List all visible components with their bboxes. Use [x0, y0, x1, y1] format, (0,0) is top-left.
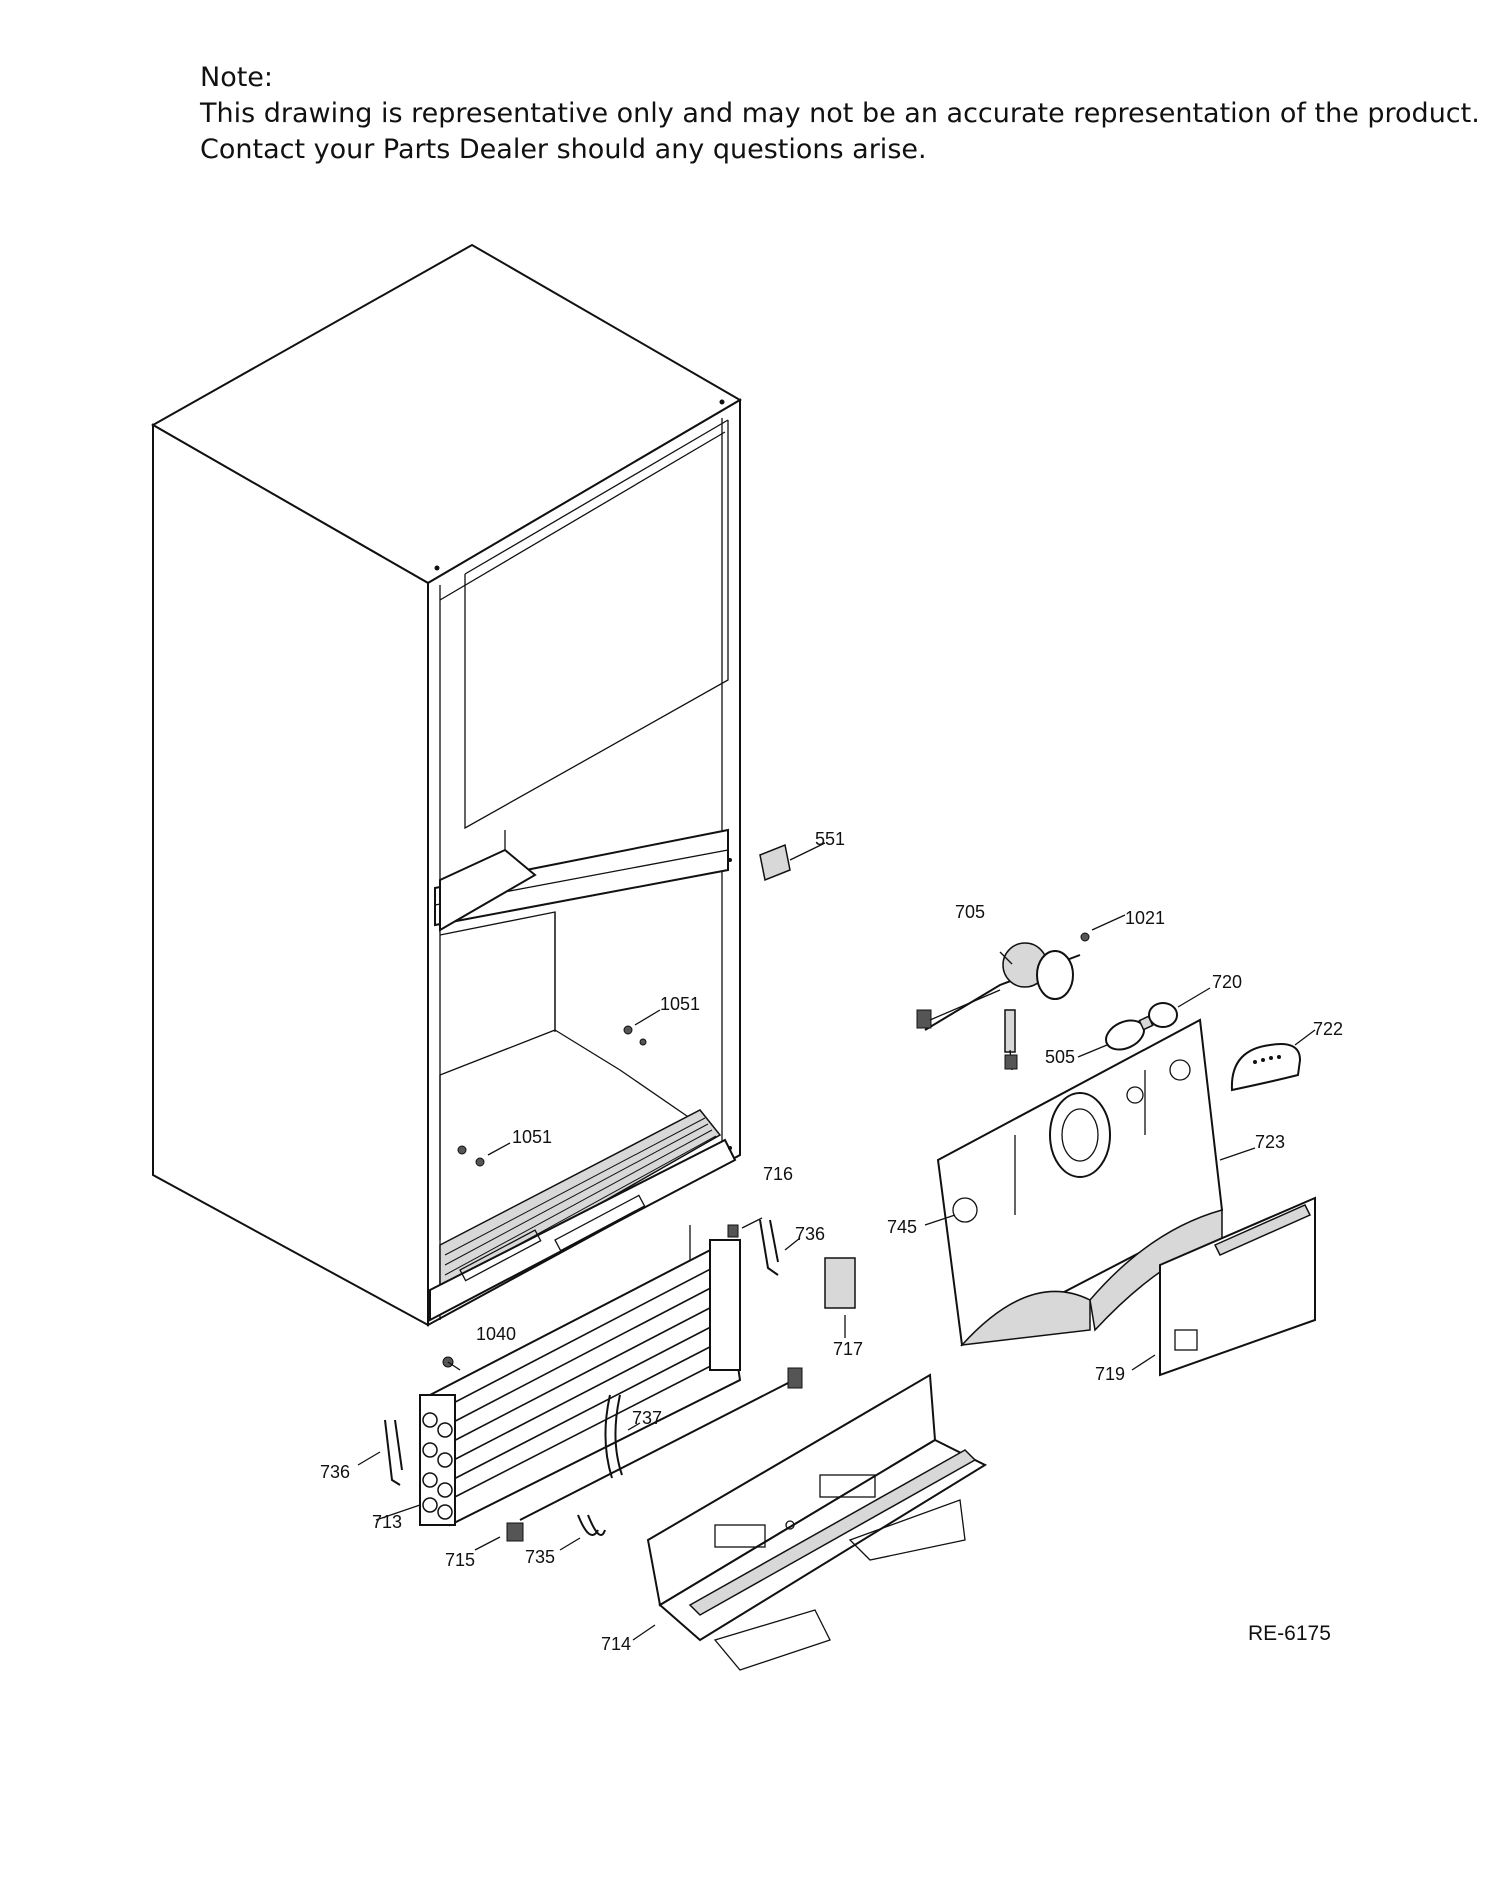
callout-1021: 1021	[1125, 908, 1165, 928]
part-735-clip	[559, 1514, 606, 1551]
callout-505: 505	[1045, 1047, 1075, 1067]
part-723-evaporator-cover	[936, 1018, 1256, 1347]
callout-705: 705	[955, 902, 985, 922]
part-551-switch	[759, 842, 826, 882]
part-705-fan-motor	[916, 942, 1081, 1071]
part-505-light-bulb	[1077, 1015, 1154, 1058]
note-line-2: Contact your Parts Dealer should any que…	[200, 134, 927, 165]
part-1040-screw	[442, 1356, 461, 1371]
callout-736-lower: 736	[320, 1462, 350, 1482]
note-line-1: This drawing is representative only and …	[200, 98, 1480, 129]
callout-735: 735	[525, 1547, 555, 1567]
callout-717: 717	[833, 1339, 863, 1359]
refrigerator-cabinet	[150, 243, 742, 1327]
callout-715: 715	[445, 1550, 475, 1570]
callout-745: 745	[887, 1217, 917, 1237]
callout-713: 713	[372, 1512, 402, 1532]
callout-1051-lower: 1051	[512, 1127, 552, 1147]
part-715-heater	[474, 1367, 803, 1551]
callout-723: 723	[1255, 1132, 1285, 1152]
part-745-grommet	[924, 1197, 978, 1226]
drawing-code: RE-6175	[1248, 1622, 1331, 1645]
part-736-clip-lower	[357, 1419, 403, 1486]
part-716-clip	[727, 1217, 763, 1238]
part-1021-screw	[1080, 914, 1126, 942]
part-1051-screw-upper	[623, 1009, 661, 1046]
callout-722: 722	[1313, 1019, 1343, 1039]
callout-720: 720	[1212, 972, 1242, 992]
part-717-block	[824, 1257, 856, 1338]
callout-716: 716	[763, 1164, 793, 1184]
callout-551: 551	[815, 829, 845, 849]
callout-1051-upper: 1051	[660, 994, 700, 1014]
callout-714: 714	[601, 1634, 631, 1654]
callout-736-upper: 736	[795, 1224, 825, 1244]
callout-1040: 1040	[476, 1324, 516, 1344]
callout-719: 719	[1095, 1364, 1125, 1384]
callout-labels: 551 705 1021 720 722 505 723 745 719 105…	[320, 829, 1343, 1654]
part-1051-screw-lower	[457, 1142, 511, 1167]
note-heading: Note:	[200, 62, 274, 93]
part-720-light-socket	[1148, 987, 1211, 1028]
part-719-cover	[1131, 1196, 1316, 1377]
callout-737: 737	[632, 1408, 662, 1428]
part-714-drain-pan	[632, 1373, 988, 1671]
part-736-clip-upper	[759, 1219, 801, 1276]
disclaimer-note: Note: This drawing is representative onl…	[200, 60, 1480, 168]
part-722-light-shield	[1230, 1029, 1316, 1092]
part-713-evaporator	[375, 1225, 742, 1527]
